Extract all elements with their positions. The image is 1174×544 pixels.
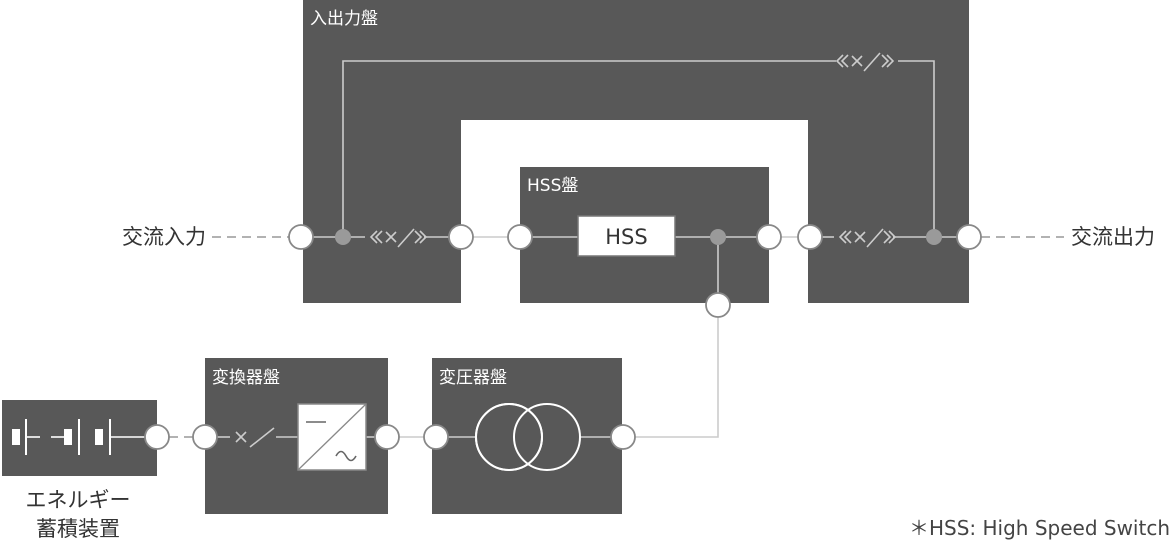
hss-panel-label: HSS盤 [527, 176, 578, 196]
bypass-line [342, 60, 935, 237]
switch-converter [235, 427, 275, 448]
junction-dots [335, 229, 942, 245]
io-panel: 入出力盤 [303, 0, 969, 303]
converter-symbol [297, 403, 367, 471]
battery-icon [12, 419, 145, 455]
breaker-main-out [838, 228, 897, 248]
hss-switch-box: HSS [577, 215, 676, 257]
transformer-symbol [475, 403, 581, 471]
storage-label-line2: 蓄積装置 [36, 517, 120, 541]
storage-label-line1: エネルギー [26, 488, 131, 512]
ac-output-label: 交流出力 [1071, 225, 1155, 249]
ac-input-label: 交流入力 [122, 225, 206, 249]
connection-nodes [144, 224, 982, 450]
io-panel-label: 入出力盤 [310, 9, 378, 29]
hss-box-label: HSS [605, 225, 647, 249]
footnote: ＊HSS: High Speed Switch [909, 516, 1170, 540]
converter-panel-label: 変換器盤 [212, 368, 280, 388]
breaker-bypass [835, 52, 895, 72]
transformer-panel-label: 変圧器盤 [439, 368, 507, 388]
breaker-main-in [369, 228, 428, 248]
tap-line [635, 237, 719, 438]
